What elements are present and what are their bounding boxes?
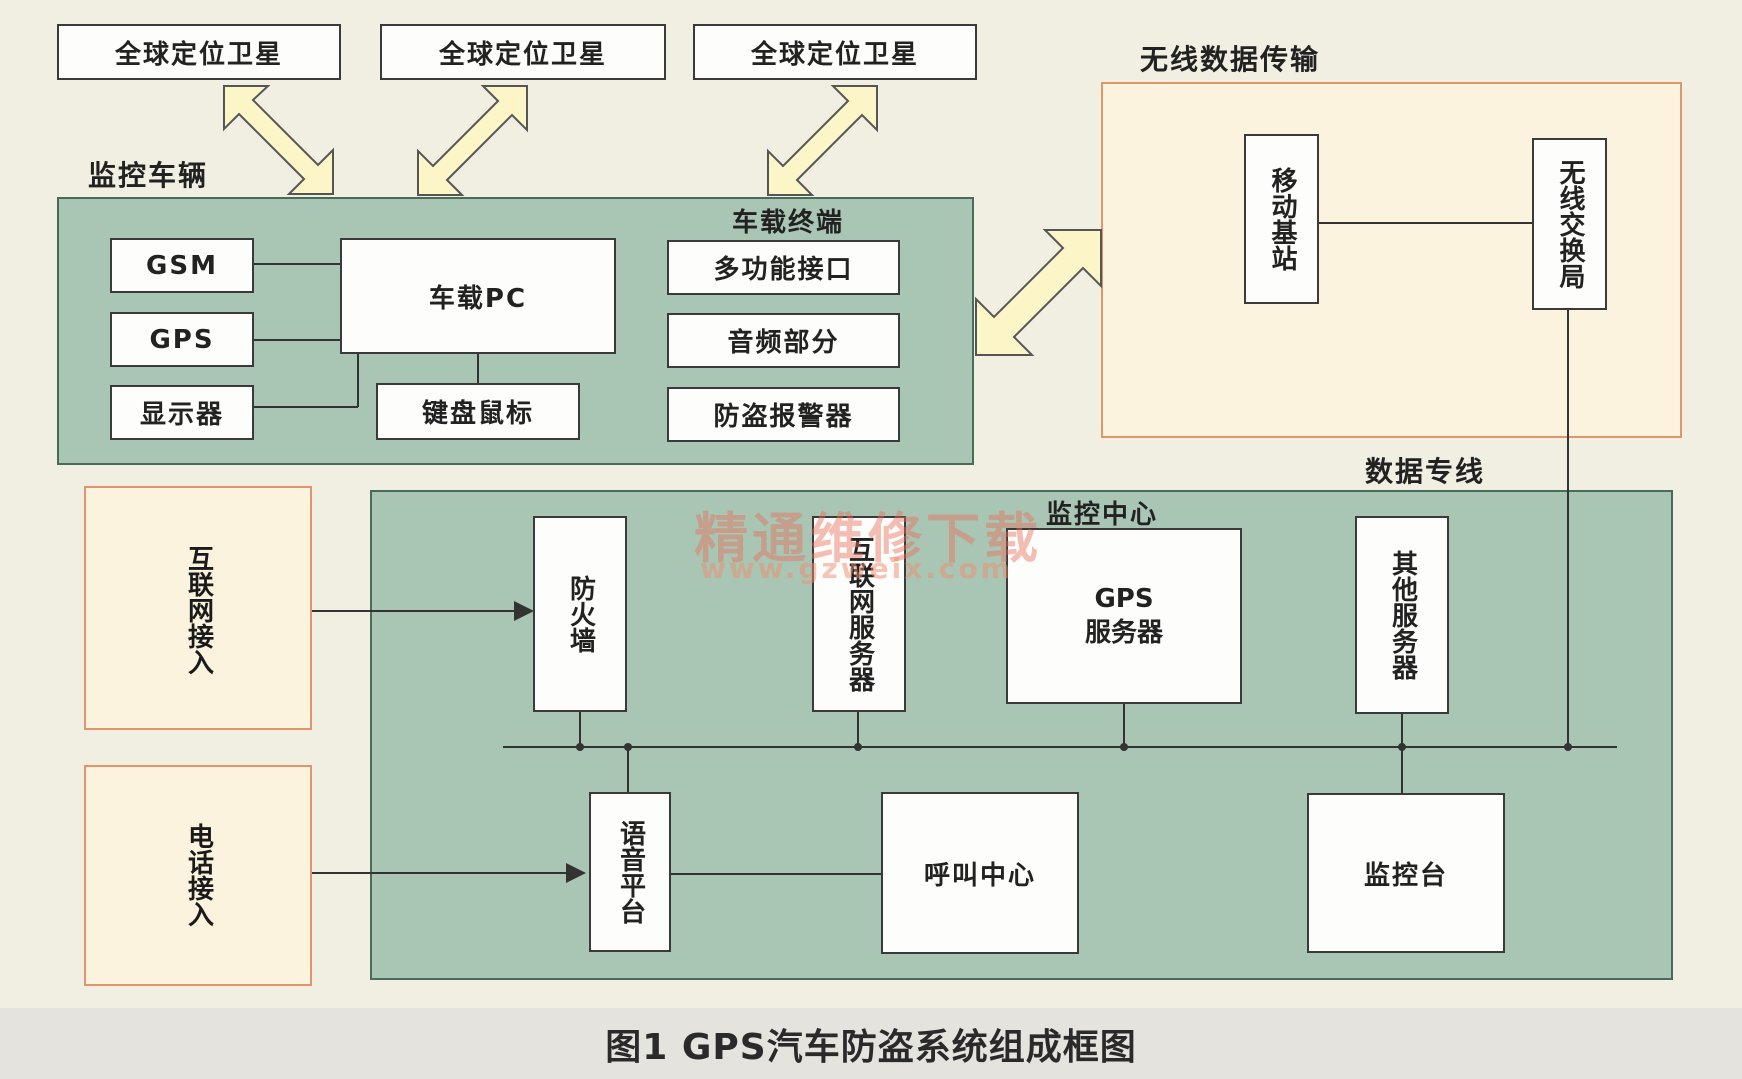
- watermark-text: 精通维修下载: [694, 506, 1042, 570]
- display-box: 显示器: [110, 385, 254, 440]
- monitor-center-title: 监控中心: [1046, 500, 1159, 530]
- other-server-box: 其他服务器: [1355, 516, 1449, 714]
- internet-access-panel: [84, 486, 312, 730]
- caption-bar: [0, 1008, 1742, 1079]
- satellite-box-1: 全球定位卫星: [57, 24, 341, 80]
- satellite-link-arrow-3: [767, 85, 878, 196]
- dedicated-line-label: 数据专线: [1365, 455, 1486, 488]
- alarm-box: 防盗报警器: [667, 387, 900, 442]
- firewall-box: 防火墙: [533, 516, 627, 712]
- wireless-switch-box: 无线交换局: [1532, 138, 1607, 310]
- vehicle-pc-box: 车载PC: [340, 238, 616, 354]
- satellite-box-3: 全球定位卫星: [693, 24, 977, 80]
- call-center-box: 呼叫中心: [881, 792, 1079, 954]
- multi-port-box: 多功能接口: [667, 240, 900, 295]
- gps-server-box: GPS 服务器: [1006, 528, 1242, 704]
- gps-server-line2: 服务器: [1084, 618, 1163, 648]
- gps-box: GPS: [110, 312, 254, 367]
- vehicle-title: 监控车辆: [88, 159, 209, 192]
- terminal-label: 车载终端: [732, 208, 845, 238]
- base-station-box: 移动基站: [1244, 134, 1319, 304]
- gsm-box: GSM: [110, 238, 254, 293]
- gps-server-line1: GPS: [1094, 584, 1154, 614]
- console-box: 监控台: [1307, 793, 1505, 953]
- wireless-link-arrow: [975, 229, 1102, 356]
- satellite-box-2: 全球定位卫星: [380, 24, 666, 80]
- keyboard-mouse-box: 键盘鼠标: [376, 383, 580, 440]
- web-server-box: 互联网服务器: [812, 516, 906, 712]
- satellite-link-arrow-2: [417, 85, 528, 196]
- audio-box: 音频部分: [667, 313, 900, 368]
- satellite-link-arrow-1: [223, 85, 334, 195]
- figure-caption: 图1 GPS汽车防盗系统组成框图: [605, 1026, 1137, 1068]
- voice-platform-box: 语音平台: [589, 792, 671, 952]
- phone-access-label: 电话接入: [183, 823, 214, 927]
- internet-access-label: 互联网接入: [183, 545, 214, 675]
- phone-access-panel: [84, 765, 312, 986]
- watermark-url: www.gzweix.com: [700, 552, 1013, 585]
- wireless-title: 无线数据传输: [1140, 43, 1321, 76]
